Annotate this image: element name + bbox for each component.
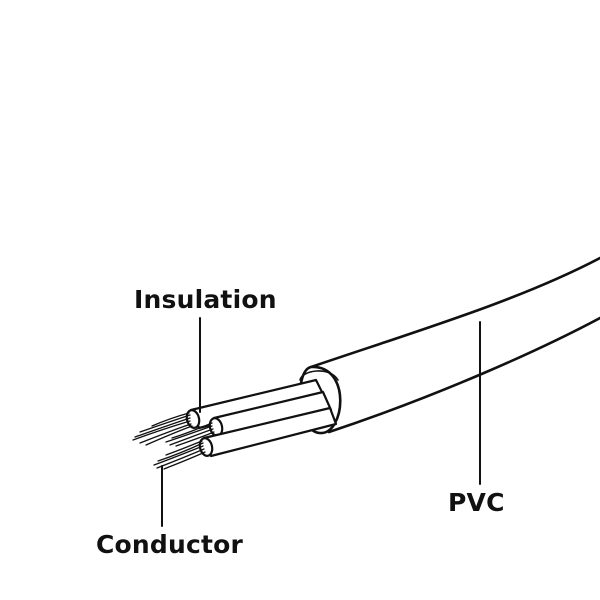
conductor-strands-middle (165, 422, 215, 447)
conductor-strands-upper (132, 412, 193, 446)
pvc-label: PVC (448, 488, 505, 517)
insulation-label: Insulation (134, 285, 277, 314)
conductor-label: Conductor (96, 530, 244, 559)
pvc-sheath-inner-rim (299, 370, 339, 381)
conductor-strands-lower (153, 440, 206, 470)
pvc-sheath-top-edge (309, 256, 600, 369)
pvc-sheath-bottom-edge (327, 316, 600, 434)
